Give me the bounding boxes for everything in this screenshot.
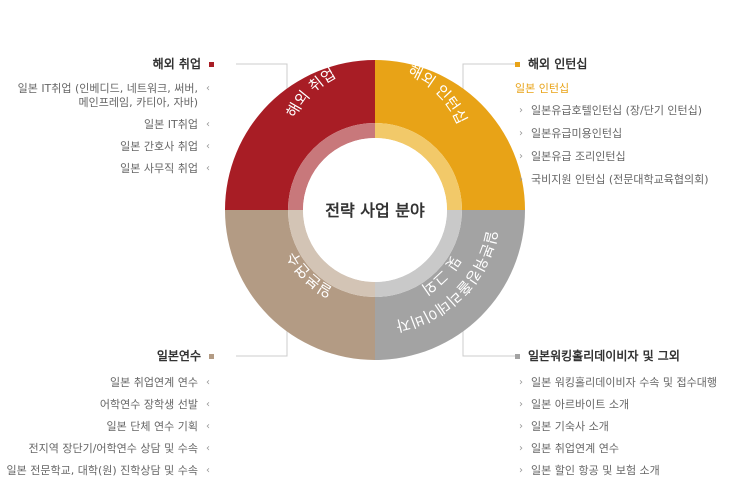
block-japan-training: 일본연수 일본 취업연계 연수‹ 어학연수 장학생 선발‹ 일본 단체 연수 기… [0,348,214,486]
chevron-icon: › [519,421,523,432]
chevron-icon: ‹ [206,83,210,94]
list-item[interactable]: 일본 사무직 취업‹ [0,162,214,176]
chevron-icon: › [519,399,523,410]
connector-tl [236,63,288,92]
connector-tr [462,63,515,92]
block-title: 일본연수 [0,348,214,364]
list-item[interactable]: 일본 단체 연수 기획‹ [0,420,214,434]
chevron-icon: ‹ [206,443,210,454]
chevron-icon: › [519,151,523,162]
chevron-icon: ‹ [206,119,210,130]
block-overseas-employment: 해외 취업 일본 IT취업 (인베디드, 네트워크, 써버, 메인프레임, 카티… [0,56,214,184]
list-item[interactable]: ›일본유급미용인턴십 [515,127,750,141]
list-item[interactable]: ›일본 취업연계 연수 [515,442,750,456]
list-item[interactable]: 일본 전문학교, 대학(원) 진학상담 및 수속‹ [0,464,214,478]
list-item[interactable]: 일본 취업연계 연수‹ [0,376,214,390]
item-list: ›일본유급호텔인턴십 (장/단기 인턴십) ›일본유급미용인턴십 ›일본유급 조… [515,104,750,187]
list-item[interactable]: 어학연수 장학생 선발‹ [0,398,214,412]
item-list: 일본 취업연계 연수‹ 어학연수 장학생 선발‹ 일본 단체 연수 기획‹ 전지… [0,376,214,478]
center-label: 전략 사업 분야 [325,201,425,220]
chevron-icon: › [519,128,523,139]
chevron-icon: › [519,465,523,476]
block-title: 일본워킹홀리데이비자 및 그외 [515,348,750,364]
list-item[interactable]: 전지역 장단기/어학연수 상담 및 수속‹ [0,442,214,456]
chevron-icon: › [519,443,523,454]
square-marker-icon [515,353,520,359]
center-hole [303,138,447,282]
segment-inner-tr [375,123,462,210]
item-list: 일본 IT취업 (인베디드, 네트워크, 써버, 메인프레임, 카티아, 자바)… [0,82,214,176]
list-item[interactable]: 일본 IT취업 (인베디드, 네트워크, 써버, 메인프레임, 카티아, 자바)… [0,82,214,110]
block-title: 해외 인턴십 [515,56,750,72]
list-item[interactable]: ›일본 아르바이트 소개 [515,398,750,412]
donut-ring [225,60,525,360]
block-title: 해외 취업 [0,56,214,72]
list-item[interactable]: ›일본 할인 항공 및 보험 소개 [515,464,750,478]
list-item[interactable]: ›일본유급호텔인턴십 (장/단기 인턴십) [515,104,750,118]
chevron-icon: › [519,377,523,388]
connector-br [462,325,515,357]
chevron-icon: › [519,105,523,116]
list-item[interactable]: ›일본 워킹홀리데이비자 수속 및 접수대행 [515,376,750,390]
chevron-icon: ‹ [206,377,210,388]
chevron-icon: ‹ [206,141,210,152]
block-overseas-internship: 해외 인턴십 일본 인턴십 ›일본유급호텔인턴십 (장/단기 인턴십) ›일본유… [515,56,750,196]
square-marker-icon [209,353,214,359]
list-item[interactable]: 일본 IT취업‹ [0,118,214,132]
segment-tr[interactable] [375,60,525,210]
segment-bl[interactable] [225,210,375,360]
connector-bl [236,325,288,357]
list-item[interactable]: ›일본유급 조리인턴십 [515,150,750,164]
block-subtitle: 일본 인턴십 [515,82,570,95]
square-marker-icon [209,61,214,67]
segment-inner-br [375,210,462,297]
square-marker-icon [515,61,520,67]
list-item[interactable]: 일본 간호사 취업‹ [0,140,214,154]
chevron-icon: ‹ [206,399,210,410]
list-item[interactable]: ›일본 기숙사 소개 [515,420,750,434]
chevron-icon: ‹ [206,163,210,174]
chevron-icon: ‹ [206,421,210,432]
chevron-icon: › [519,174,523,185]
block-working-holiday: 일본워킹홀리데이비자 및 그외 ›일본 워킹홀리데이비자 수속 및 접수대행 ›… [515,348,750,486]
segment-br[interactable] [375,210,525,360]
item-list: ›일본 워킹홀리데이비자 수속 및 접수대행 ›일본 아르바이트 소개 ›일본 … [515,376,750,478]
connector-lines [236,63,515,357]
chevron-icon: ‹ [206,465,210,476]
list-item[interactable]: ›국비지원 인턴십 (전문대학교육협의회) [515,173,750,187]
segment-inner-tl [288,123,375,210]
segment-tl[interactable] [225,60,375,210]
segment-inner-bl [288,210,375,297]
